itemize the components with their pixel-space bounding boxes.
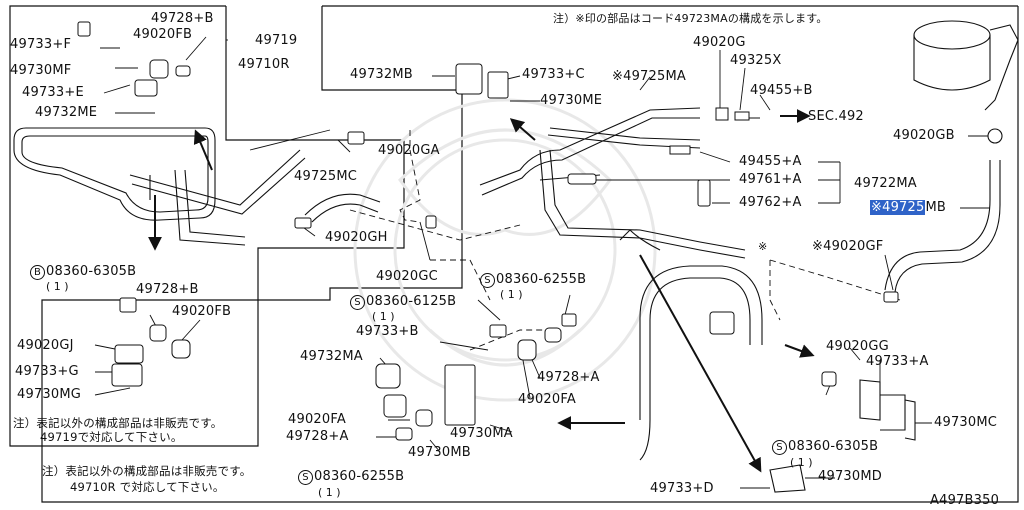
part-49733G[interactable]: 49733+G (15, 364, 79, 379)
direction-arrows (148, 109, 815, 473)
part-49725MA[interactable]: ※49725MA (612, 69, 686, 84)
bolt-symbol-s: S (350, 295, 365, 310)
bolt-qty-left: ( 1 ) (46, 280, 69, 293)
bolt-code: 08360-6255B (314, 469, 405, 484)
asterisk-marker: ※ (758, 240, 768, 253)
part-49455A[interactable]: 49455+A (739, 154, 802, 169)
part-49733C[interactable]: 49733+C (522, 67, 585, 82)
bolt-qty-6255B-bottom: ( 1 ) (318, 486, 341, 499)
section-reference[interactable]: SEC.492 (808, 109, 864, 124)
bolt-symbol-b: B (30, 265, 45, 280)
part-49730MA[interactable]: 49730MA (450, 426, 513, 441)
part-49325X[interactable]: 49325X (730, 53, 782, 68)
part-49020FA-mid[interactable]: 49020FA (518, 392, 576, 407)
watermark-emblem (353, 98, 657, 402)
part-49020GC[interactable]: 49020GC (376, 269, 438, 284)
part-49733E[interactable]: 49733+E (22, 85, 84, 100)
part-49725MB-highlight: ※49725 (870, 200, 926, 215)
diagram-code: A497B350 (930, 493, 1000, 508)
part-49728B-left[interactable]: 49728+B (136, 282, 199, 297)
bolt-qty-6125B: ( 1 ) (372, 310, 395, 323)
part-49455B[interactable]: 49455+B (750, 83, 813, 98)
part-49728A-mid[interactable]: 49728+A (537, 370, 600, 385)
bolt-code: 08360-6305B (46, 264, 137, 279)
part-49730MF[interactable]: 49730MF (10, 63, 72, 78)
part-49020GH[interactable]: 49020GH (325, 230, 388, 245)
bolt-symbol-s: S (772, 440, 787, 455)
part-49733B[interactable]: 49733+B (356, 324, 419, 339)
frame-lines (9, 5, 1019, 503)
part-49020FA-left[interactable]: 49020FA (288, 412, 346, 427)
part-49020GG[interactable]: 49020GG (826, 339, 889, 354)
note-left-line-1: 注）表記以外の構成部品は非販売です。 (13, 416, 223, 430)
part-49732MB[interactable]: 49732MB (350, 67, 413, 82)
part-49725MC[interactable]: 49725MC (294, 169, 358, 184)
bolt-code: 08360-6255B (496, 272, 587, 287)
hardware-shapes (77, 21, 899, 441)
part-49020GF[interactable]: ※49020GF (812, 239, 884, 254)
part-49762A[interactable]: 49762+A (739, 195, 802, 210)
part-49730MG[interactable]: 49730MG (17, 387, 82, 402)
part-49725MB-suffix: MB (925, 200, 946, 215)
part-49020FB-top[interactable]: 49020FB (133, 27, 193, 42)
part-49730MC[interactable]: 49730MC (934, 415, 998, 430)
part-49719[interactable]: 49719 (255, 33, 298, 48)
part-49732ME[interactable]: 49732ME (35, 105, 98, 120)
part-49761A[interactable]: 49761+A (739, 172, 802, 187)
part-49730MB[interactable]: 49730MB (408, 445, 471, 460)
note-bottom-line-2: 49710R で対応して下さい。 (70, 480, 225, 494)
note-asterisk-parts: 注）※印の部品はコード49723MAの構成を示します。 (553, 12, 828, 25)
part-49725MB[interactable]: ※49725MB (870, 200, 946, 215)
part-49728B-top[interactable]: 49728+B (151, 11, 214, 26)
bolt-code: 08360-6305B (788, 439, 879, 454)
pipe-lines (13, 20, 1019, 493)
part-49730ME[interactable]: 49730ME (540, 93, 603, 108)
part-49733A[interactable]: 49733+A (866, 354, 929, 369)
part-49710R[interactable]: 49710R (238, 57, 290, 72)
part-49020GB[interactable]: 49020GB (893, 128, 955, 143)
part-49020FB-left[interactable]: 49020FB (172, 304, 232, 319)
part-49728A-left[interactable]: 49728+A (286, 429, 349, 444)
part-49733F[interactable]: 49733+F (10, 37, 72, 52)
part-49730MD[interactable]: 49730MD (818, 469, 882, 484)
bolt-qty-6305B-right: ( 1 ) (790, 456, 813, 469)
part-49020GA[interactable]: 49020GA (378, 143, 440, 158)
note-left-line-2: 49719で対応して下さい。 (40, 430, 183, 444)
bolt-code: 08360-6125B (366, 294, 457, 309)
note-bottom-line-1: 注）表記以外の構成部品は非販売です。 (42, 464, 252, 478)
part-49732MA[interactable]: 49732MA (300, 349, 363, 364)
bolt-symbol-s: S (480, 273, 495, 288)
bolt-symbol-s: S (298, 470, 313, 485)
part-49020G[interactable]: 49020G (693, 35, 746, 50)
bolt-qty-6255B-top: ( 1 ) (500, 288, 523, 301)
part-49722MA[interactable]: 49722MA (854, 176, 917, 191)
part-49020GJ[interactable]: 49020GJ (17, 338, 74, 353)
part-49733D[interactable]: 49733+D (650, 481, 714, 496)
